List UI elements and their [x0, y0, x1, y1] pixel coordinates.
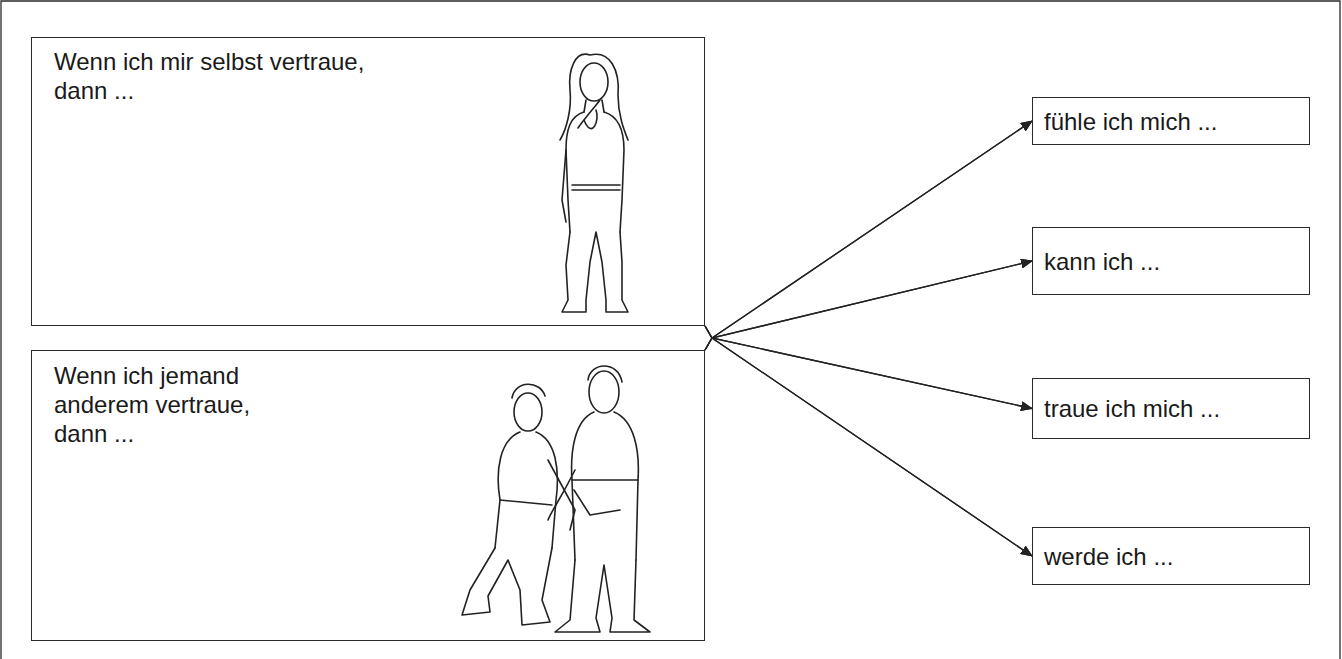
box-text: kann ich ...	[1033, 247, 1160, 276]
arrow-connector	[705, 121, 1032, 350]
box-text: Wenn ich jemand anderem vertraue, dann .…	[54, 361, 269, 448]
friends-figure	[462, 366, 650, 632]
result-box: fühle ich mich ...	[1032, 97, 1310, 145]
arrow-connector	[705, 338, 1032, 556]
woman-figure	[560, 54, 628, 312]
condition-box: Wenn ich jemand anderem vertraue, dann .…	[31, 350, 705, 641]
arrow-connector	[705, 261, 1032, 350]
result-box: traue ich mich ...	[1032, 378, 1310, 439]
box-text: traue ich mich ...	[1033, 394, 1220, 423]
box-text: Wenn ich mir selbst vertraue, dann ...	[54, 47, 399, 105]
box-text: werde ich ...	[1033, 542, 1173, 571]
arrow-connector	[705, 338, 1032, 409]
result-box: kann ich ...	[1032, 227, 1310, 295]
box-text: fühle ich mich ...	[1033, 107, 1217, 136]
arrow-connector	[705, 326, 1032, 556]
result-box: werde ich ...	[1032, 527, 1310, 585]
